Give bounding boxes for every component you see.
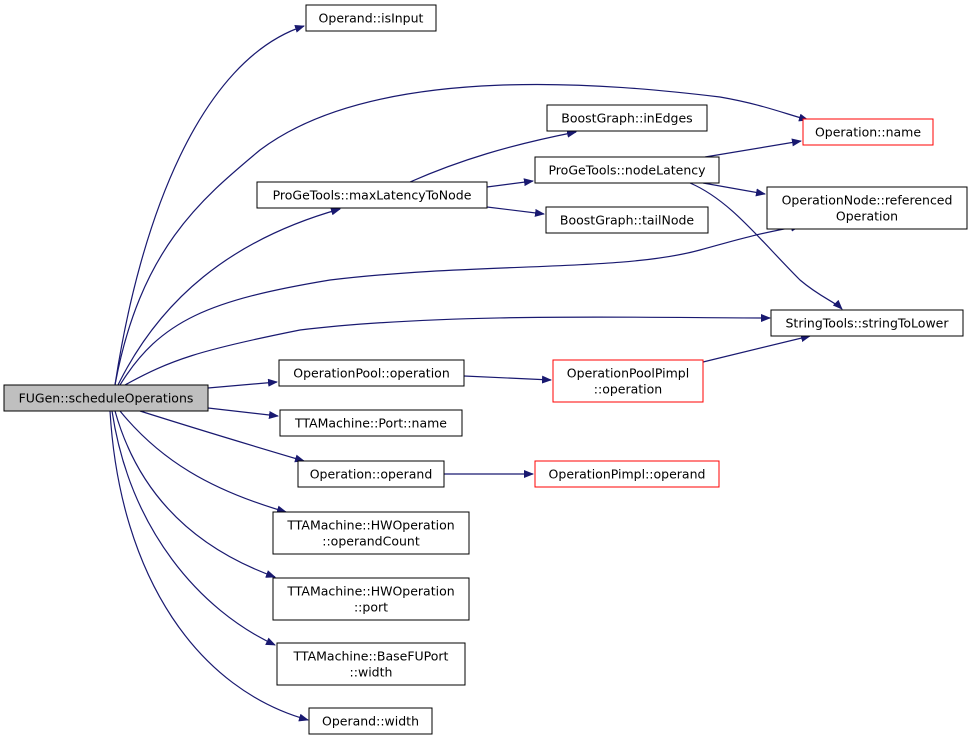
edge-schedule-to-operand-width: [109, 410, 309, 722]
node-label: TTAMachine::BaseFUPort: [293, 649, 449, 664]
nodes: FUGen::scheduleOperations Operand::isInp…: [3, 4, 968, 735]
node-operationpool-operation[interactable]: OperationPool::operation: [278, 359, 465, 387]
node-label: ProGeTools::maxLatencyToNode: [273, 188, 472, 203]
node-label: ::port: [354, 600, 388, 615]
node-box: [545, 206, 709, 234]
node-boostgraph-inedges[interactable]: BoostGraph::inEdges: [546, 104, 708, 132]
node-progetools-maxlatencytonode[interactable]: ProGeTools::maxLatencyToNode: [256, 181, 488, 209]
node-label: FUGen::scheduleOperations: [19, 391, 194, 406]
node-box: [766, 186, 968, 230]
node-box: [802, 118, 934, 146]
node-label: TTAMachine::HWOperation: [286, 518, 454, 533]
node-label: ::operandCount: [322, 534, 420, 549]
node-box: [534, 156, 720, 184]
edge-maxlatency-to-inedges: [409, 129, 577, 183]
edge-schedule-to-hwop-port: [114, 410, 276, 578]
node-operationpoolpimpl-operation[interactable]: OperationPoolPimpl::operation: [552, 359, 704, 403]
node-box: [305, 4, 437, 32]
node-label: BoostGraph::tailNode: [560, 213, 694, 228]
node-box: [534, 460, 720, 488]
edge-schedule-to-hwop-operandcount: [119, 410, 287, 514]
node-operation-name[interactable]: Operation::name: [802, 118, 934, 146]
node-operation-operand[interactable]: Operation::operand: [297, 460, 445, 488]
node-label: OperationPool::operation: [293, 366, 450, 381]
node-operand-isinput[interactable]: Operand::isInput: [305, 4, 437, 32]
node-boostgraph-tailnode[interactable]: BoostGraph::tailNode: [545, 206, 709, 234]
edge-maxlatency-to-nodelatency: [486, 178, 534, 188]
edge-schedule-to-operation-name: [114, 83, 809, 386]
edge-nodelatency-to-opnode-ref: [702, 182, 766, 197]
node-box: [278, 359, 465, 387]
node-label: OperationPimpl::operand: [549, 467, 706, 482]
edge-nodelatency-to-operation-name: [704, 138, 802, 158]
node-label: TTAMachine::Port::name: [294, 416, 447, 431]
node-label: BoostGraph::inEdges: [561, 111, 692, 126]
node-stringtools-stringtolower[interactable]: StringTools::stringToLower: [770, 309, 964, 337]
node-box: [3, 384, 209, 412]
node-label: Operand::width: [322, 714, 419, 729]
node-label: Operation: [836, 209, 898, 224]
edge-schedule-to-port-name: [207, 407, 279, 419]
node-box: [272, 511, 470, 555]
edge-maxlatency-to-tailnode: [486, 206, 545, 217]
node-box: [552, 359, 704, 403]
edge-oppool-to-oppoolpimpl: [463, 375, 552, 384]
edge-schedule-to-operation-operand: [139, 410, 305, 463]
node-ttamachine-hwoperation-port[interactable]: TTAMachine::HWOperation::port: [272, 577, 470, 621]
node-box: [546, 104, 708, 132]
edge-schedule-to-basefuport-width: [111, 410, 276, 646]
node-operationpimpl-operand[interactable]: OperationPimpl::operand: [534, 460, 720, 488]
node-label: ::operation: [594, 382, 662, 397]
node-ttamachine-hwoperation-operandcount[interactable]: TTAMachine::HWOperation::operandCount: [272, 511, 470, 555]
node-label: TTAMachine::HWOperation: [286, 584, 454, 599]
node-box: [308, 707, 433, 735]
node-label: StringTools::stringToLower: [785, 316, 949, 331]
node-label: Operand::isInput: [319, 11, 424, 26]
node-fugen-scheduleoperations[interactable]: FUGen::scheduleOperations: [3, 384, 209, 412]
edge-schedule-to-isinput: [114, 25, 305, 386]
node-box: [770, 309, 964, 337]
edge-oppoolpimpl-to-stringtolower: [702, 334, 811, 363]
node-label: Operation::operand: [310, 467, 433, 482]
edge-schedule-to-maxlatency: [117, 207, 341, 386]
node-label: Operation::name: [815, 125, 921, 140]
edge-schedule-to-oppool-operation: [207, 378, 278, 389]
node-box: [279, 409, 463, 437]
node-ttamachine-port-name[interactable]: TTAMachine::Port::name: [279, 409, 463, 437]
node-box: [276, 642, 466, 686]
node-operand-width[interactable]: Operand::width: [308, 707, 433, 735]
edge-schedule-to-opnode-ref: [119, 223, 801, 386]
node-label: ProGeTools::nodeLatency: [548, 163, 706, 178]
node-progetools-nodelatency[interactable]: ProGeTools::nodeLatency: [534, 156, 720, 184]
node-label: OperationNode::referenced: [782, 193, 953, 208]
node-label: OperationPoolPimpl: [567, 366, 689, 381]
edge-nodelatency-to-stringtolower: [689, 182, 843, 310]
node-box: [256, 181, 488, 209]
node-box: [272, 577, 470, 621]
node-box: [297, 460, 445, 488]
node-label: ::width: [350, 665, 393, 680]
edges: [109, 25, 843, 722]
edge-schedule-to-stringtolower: [124, 313, 771, 386]
node-ttamachine-basefuport-width[interactable]: TTAMachine::BaseFUPort::width: [276, 642, 466, 686]
